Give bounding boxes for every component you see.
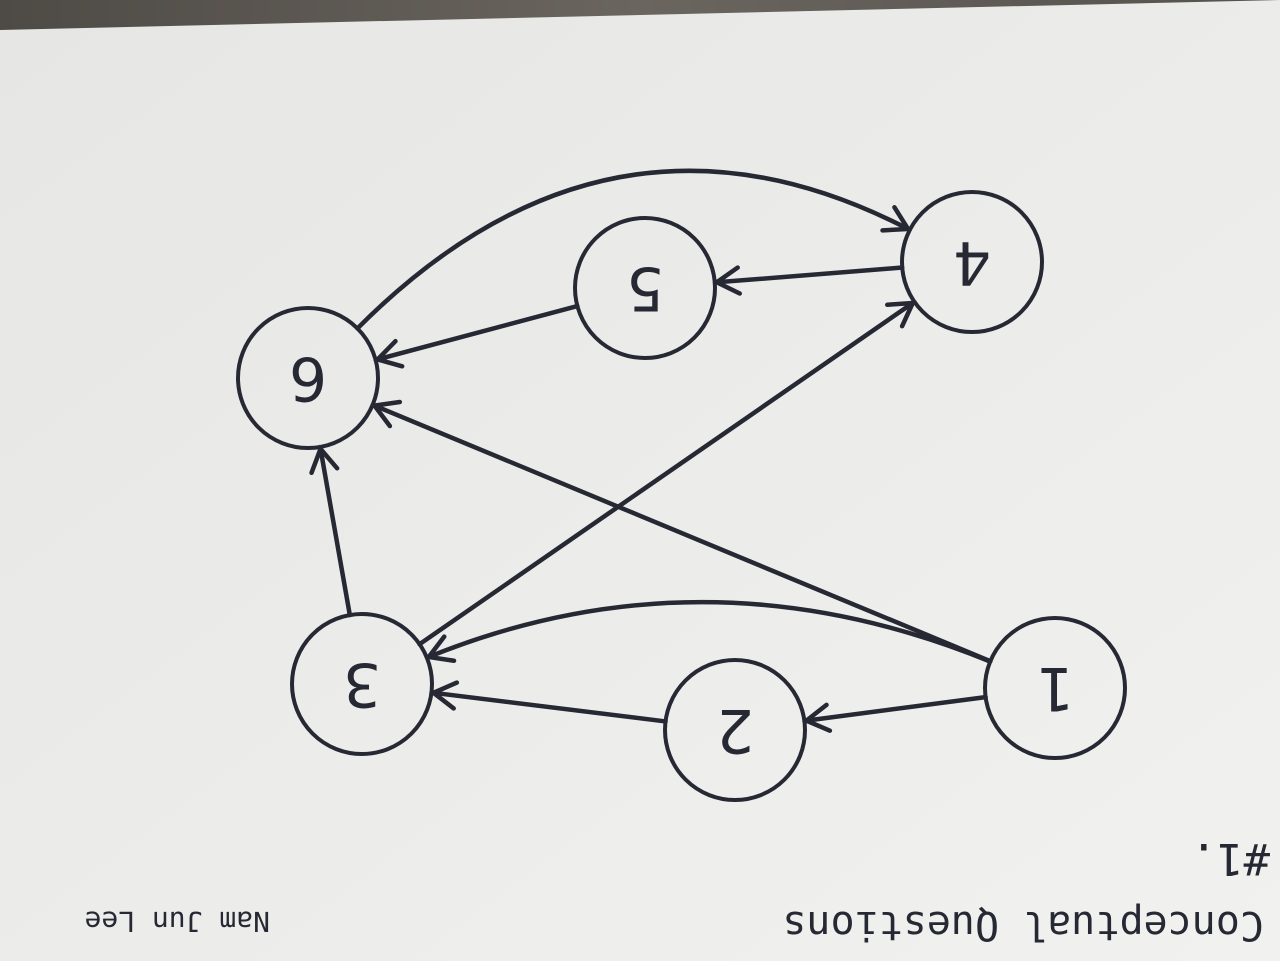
edge-2-to-3 [429,680,668,724]
node-circle [663,658,807,802]
edge-curve [355,168,911,331]
edge-6-to-4 [355,168,912,331]
arrowhead [429,680,460,711]
node-2: 2 [663,658,807,802]
node-6: 6 [236,306,380,450]
arrowhead [802,702,833,733]
page-title: Conceptual Questions [782,902,1264,948]
node-1: 1 [983,616,1127,760]
node-circle [983,616,1127,760]
nodes-layer: 1 2 3 4 5 6 [236,190,1127,802]
edge-curve [426,599,993,664]
edge-line [318,446,353,618]
edge-line [431,690,668,724]
edge-line [372,403,993,664]
node-5: 5 [573,216,717,360]
edge-line [804,694,988,723]
edge-3-to-4 [417,300,917,647]
arrowhead [424,634,457,663]
edge-1-to-2 [802,694,988,733]
node-label: 2 [716,695,754,765]
node-4: 4 [900,190,1044,334]
edge-line [417,300,916,647]
node-circle [900,190,1044,334]
node-circle [236,306,380,450]
edge-line [714,265,905,285]
node-label: 3 [343,649,381,719]
node-label: 6 [289,343,327,413]
node-circle [573,216,717,360]
node-label: 5 [626,253,664,323]
node-3: 3 [290,612,434,756]
node-label: 4 [953,227,991,297]
node-label: 1 [1036,653,1074,723]
problem-number: #1. [1191,833,1270,884]
edge-line [375,303,580,362]
author-name: Nam Jun Lee [85,905,270,938]
node-circle [290,612,434,756]
edges-layer [309,168,993,733]
header-block: Conceptual Questions Nam Jun Lee #1. [85,833,1270,948]
arrowhead [880,205,912,233]
edge-1-to-3 [424,599,993,664]
arrowhead [885,300,917,329]
